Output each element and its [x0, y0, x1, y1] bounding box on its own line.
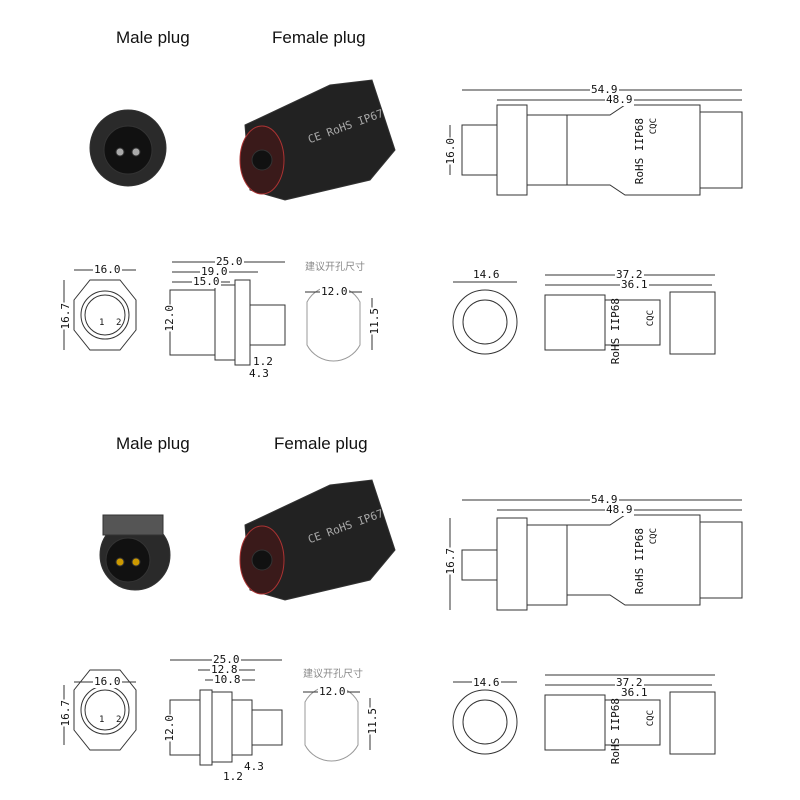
dim-thread: 12.0 [162, 715, 177, 742]
section-1-drawings [63, 79, 743, 366]
pin-2: 2 [116, 715, 122, 725]
pin-1: 1 [99, 318, 105, 328]
dim-female-width: 14.6 [472, 676, 501, 689]
male-profile-drawing [169, 261, 286, 366]
cqc-logo: CQC [649, 528, 659, 545]
female-front-drawing [452, 681, 518, 755]
side-marking: RoHS IIP68 [633, 118, 646, 185]
female-front-drawing [452, 281, 518, 355]
male-plug-photo [99, 514, 171, 591]
dim-height: 16.7 [443, 548, 458, 575]
dim-nut: 4.3 [248, 367, 270, 380]
dim-female-total: 37.2 [615, 268, 644, 281]
dim-front-width: 16.0 [93, 263, 122, 276]
dim-body: 48.9 [605, 503, 634, 516]
female-plug-photo [239, 479, 396, 601]
male-plug-label: Male plug [116, 28, 190, 47]
dim-body: 48.9 [605, 93, 634, 106]
dim-female-body: 36.1 [620, 686, 649, 699]
pin-2: 2 [116, 318, 122, 328]
dim-total: 25.0 [212, 653, 241, 666]
dim-d1: 12.8 [210, 663, 239, 676]
male-side-drawing [449, 89, 743, 196]
cutout-title: 建议开孔尺寸 [303, 669, 363, 680]
dim-cutout-height: 11.5 [367, 308, 382, 335]
male-plug-photo [89, 109, 167, 187]
dim-cutout-height: 11.5 [365, 708, 380, 735]
pin-1: 1 [99, 715, 105, 725]
dim-cutout-width: 12.0 [320, 285, 349, 298]
male-front-drawing [63, 269, 137, 351]
dim-overall: 54.9 [590, 493, 619, 506]
female-plug-label: Female plug [272, 28, 366, 47]
female-cqc-logo: CQC [646, 310, 656, 327]
female-side-marking: RoHS IIP68 [609, 698, 622, 765]
dim-thread: 12.0 [162, 305, 177, 332]
dim-cutout-width: 12.0 [318, 685, 347, 698]
dim-front-width: 16.0 [93, 675, 122, 688]
dim-d2: 15.0 [192, 275, 221, 288]
dim-nut: 4.3 [243, 760, 265, 773]
dim-overall: 54.9 [590, 83, 619, 96]
cqc-logo: CQC [649, 118, 659, 135]
dim-front-height: 16.7 [58, 303, 73, 330]
female-plug-photo [239, 79, 396, 201]
female-side-marking: RoHS IIP68 [609, 298, 622, 365]
dim-total: 25.0 [215, 255, 244, 268]
female-cqc-logo: CQC [646, 710, 656, 727]
cutout-title: 建议开孔尺寸 [305, 262, 365, 273]
male-plug-label: Male plug [116, 434, 190, 453]
female-plug-label: Female plug [274, 434, 368, 453]
dim-front-height: 16.7 [58, 700, 73, 727]
dim-female-width: 14.6 [472, 268, 501, 281]
section-2-drawings [63, 479, 743, 766]
dim-flange: 1.2 [252, 355, 274, 368]
dim-height: 16.0 [443, 138, 458, 165]
female-side-drawing [544, 674, 716, 755]
side-marking: RoHS IIP68 [633, 528, 646, 595]
dim-d2: 10.8 [213, 673, 242, 686]
dim-flange: 1.2 [222, 770, 244, 783]
dim-female-total: 37.2 [615, 676, 644, 689]
male-side-drawing [449, 499, 743, 611]
dim-female-body: 36.1 [620, 278, 649, 291]
dim-d1: 19.0 [200, 265, 229, 278]
